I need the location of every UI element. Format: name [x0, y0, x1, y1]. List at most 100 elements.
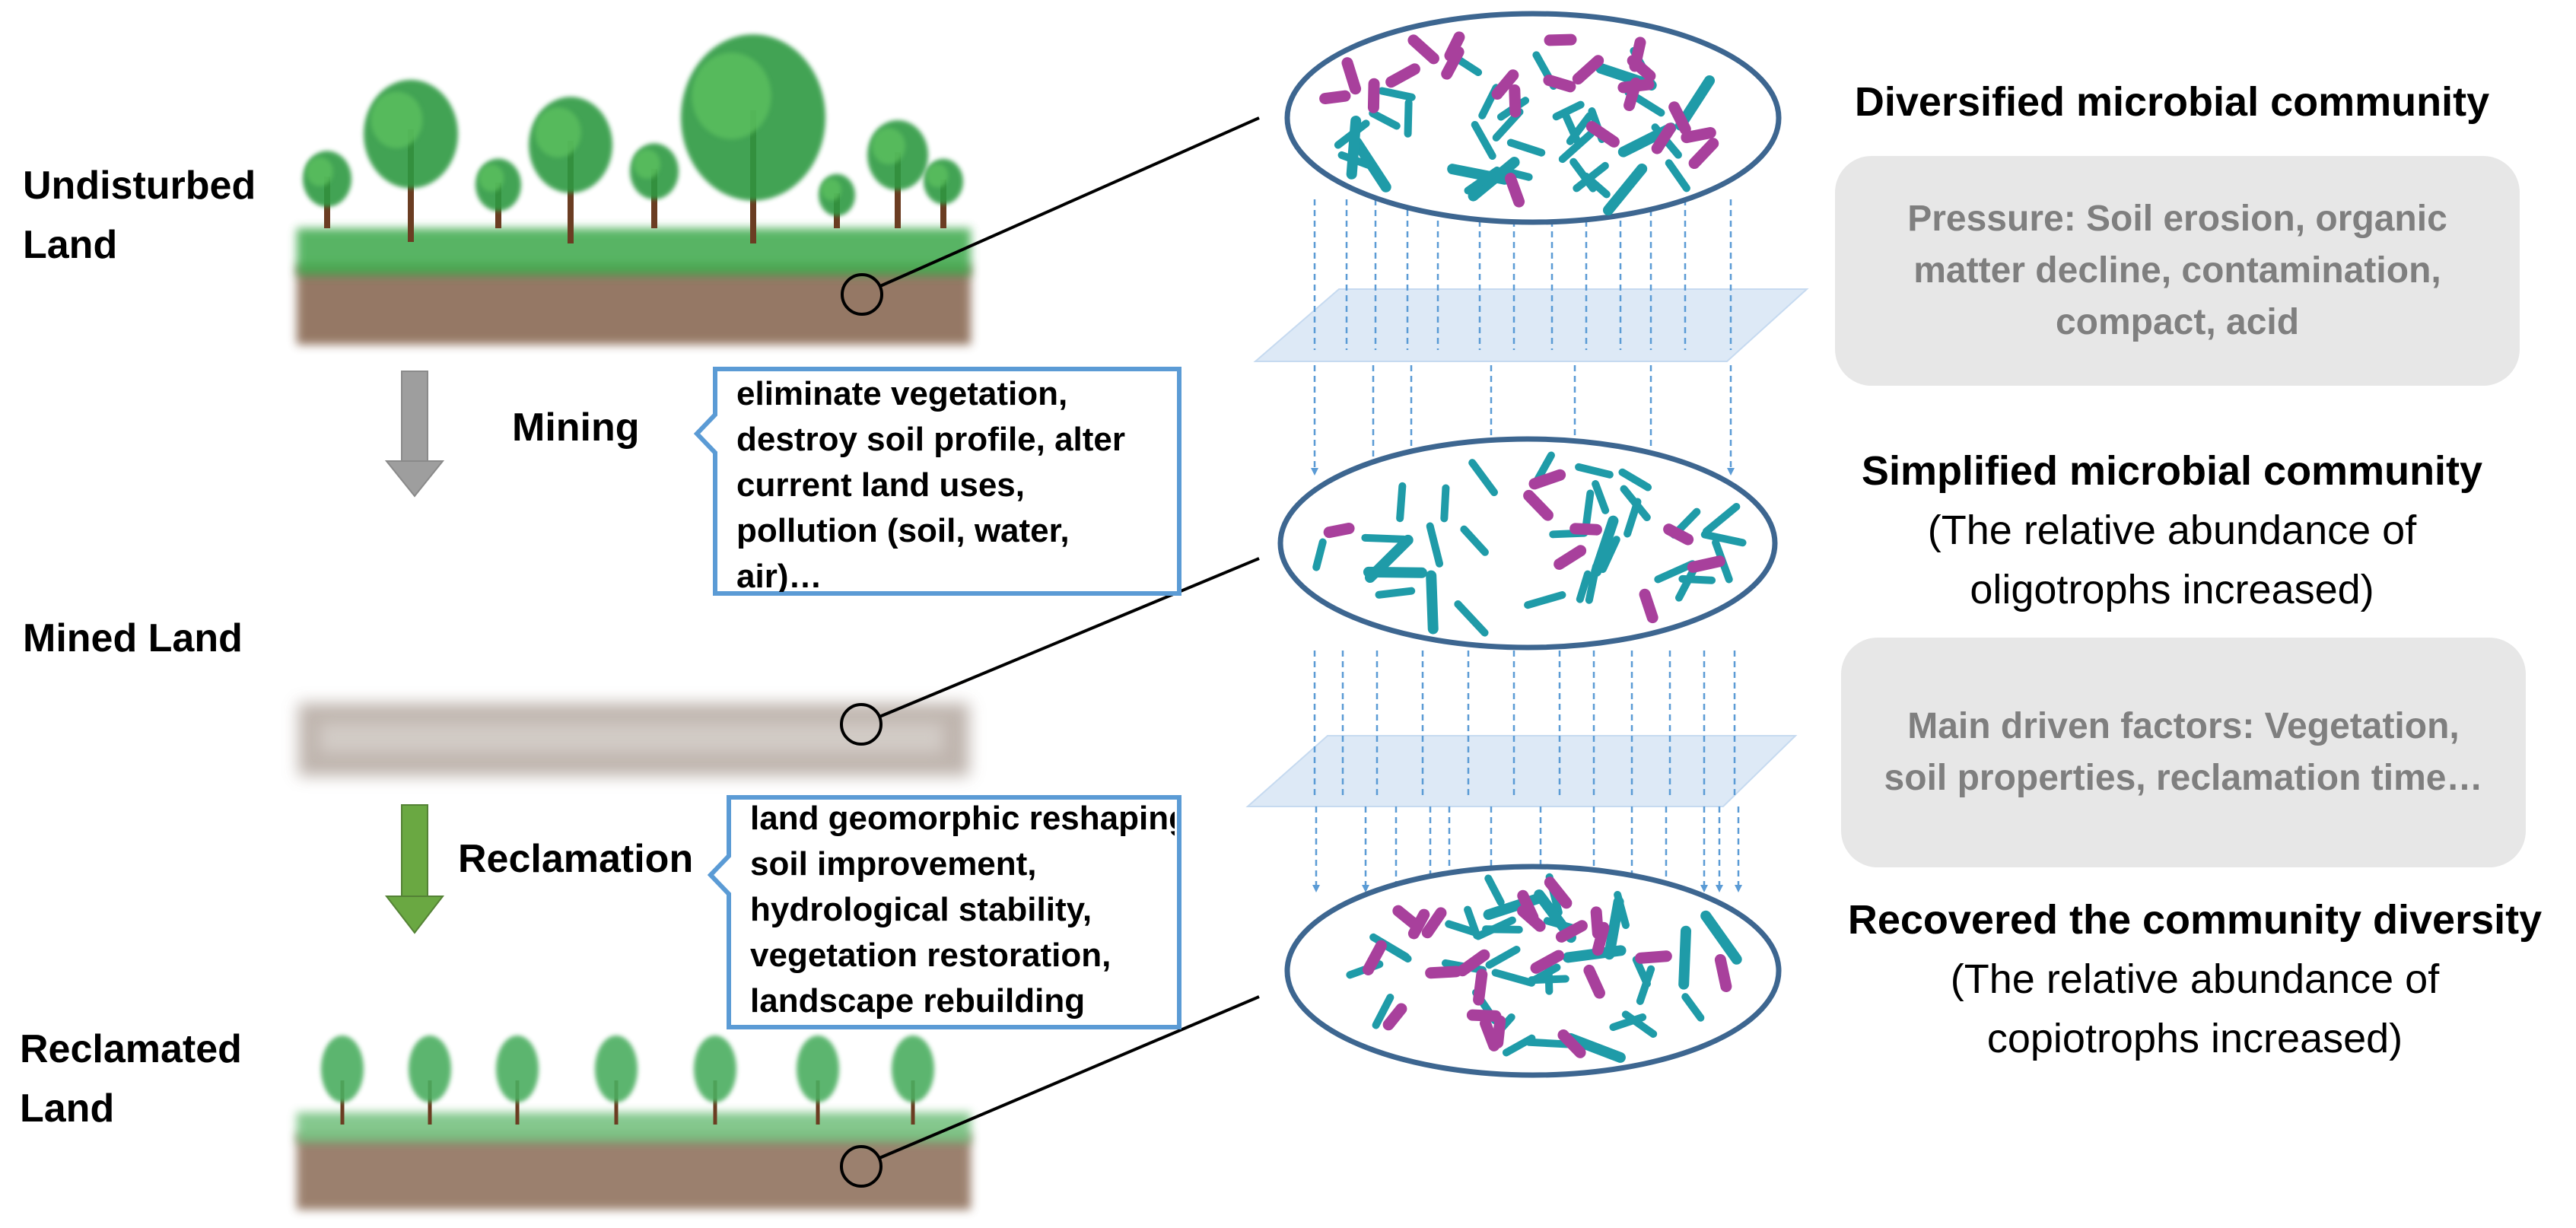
reclaimed-connector [879, 995, 1260, 1160]
tree-icon [475, 158, 521, 228]
sapling-icon [694, 1036, 736, 1125]
purple-microbe [1444, 31, 1465, 62]
teal-microbe [1375, 587, 1416, 599]
reclaimed-trees [321, 1036, 934, 1125]
teal-microbe [1654, 560, 1697, 584]
diversified-community-ellipse [1284, 11, 1782, 225]
diversified-title: Diversified microbial community [1854, 79, 2490, 125]
teal-microbe [1602, 163, 1648, 216]
sapling-icon [496, 1036, 539, 1125]
teal-microbe [1604, 896, 1624, 960]
teal-microbe [1378, 87, 1416, 101]
mining-arrow [384, 371, 445, 498]
teal-microbe [1609, 1013, 1647, 1032]
purple-microbe [1681, 126, 1716, 144]
teal-microbe [1369, 109, 1401, 130]
teal-microbe [1363, 566, 1427, 578]
purple-microbe [1544, 876, 1573, 909]
mined-sample-circle [840, 703, 883, 746]
reclaimed-land-label: Reclamated Land [20, 1027, 242, 1131]
reclaimed-grass [297, 1112, 971, 1143]
purple-microbe [1466, 1009, 1502, 1022]
purple-microbe [1425, 966, 1462, 979]
teal-microbe [1404, 98, 1413, 138]
teal-microbe [1396, 482, 1407, 523]
reclamation-callout-frame [707, 795, 1181, 1029]
teal-microbe [1426, 570, 1439, 635]
recovered-title: Recovered the community diversity [1847, 897, 2543, 943]
purple-microbe [1651, 122, 1676, 154]
undisturbed-connector [879, 116, 1260, 288]
purple-microbe [1639, 588, 1658, 624]
teal-microbe [1312, 538, 1327, 571]
mining-effects-text: eliminate vegetation, destroy soil profi… [736, 375, 1126, 592]
recovered-detail: (The relative abundance of copiotrophs i… [1950, 956, 2440, 1061]
recovered-caption: Recovered the community diversity (The r… [1830, 890, 2560, 1068]
sapling-icon [595, 1036, 638, 1125]
teal-microbe [1506, 138, 1546, 157]
teal-microbe [1565, 1032, 1626, 1063]
mined-land-illustration [298, 557, 1260, 776]
teal-microbe [1524, 591, 1566, 609]
teal-microbe [1562, 112, 1581, 145]
teal-microbe [1445, 920, 1480, 937]
undisturbed-sample-circle [841, 273, 883, 316]
teal-microbe [1426, 522, 1444, 568]
recovered-microbes [1346, 873, 1742, 1063]
teal-microbe [1484, 874, 1505, 906]
teal-microbe [1681, 993, 1705, 1022]
reclamation-label: Reclamation [458, 837, 694, 881]
teal-microbe [1454, 600, 1489, 637]
simplified-title: Simplified microbial community [1861, 448, 2483, 494]
purple-microbe [1392, 905, 1422, 931]
purple-microbe [1590, 906, 1604, 940]
purple-microbe [1523, 489, 1554, 521]
purple-microbe [1663, 523, 1694, 546]
purple-microbe [1569, 523, 1602, 536]
tree-icon [924, 158, 963, 228]
purple-microbe [1530, 950, 1565, 974]
teal-microbe [1598, 536, 1620, 574]
purple-microbe [1585, 121, 1620, 148]
teal-microbe [1361, 533, 1408, 543]
teal-microbe [1702, 502, 1741, 536]
purple-microbe [1668, 101, 1691, 135]
teal-microbe [1624, 498, 1642, 538]
teal-microbe [1491, 969, 1536, 987]
recovered-community-ellipse [1284, 864, 1782, 1078]
reclaimed-land-illustration [297, 995, 1260, 1210]
mined-connector [879, 557, 1260, 718]
reclamation-effects-text: land geomorphic reshaping, soil improvem… [750, 800, 1175, 1020]
mining-callout-frame [693, 367, 1181, 596]
purple-microbe [1688, 138, 1719, 170]
purple-microbe [1557, 1029, 1586, 1058]
purple-microbe [1456, 949, 1490, 977]
purple-microbe [1517, 889, 1539, 923]
tree-icon [867, 120, 928, 228]
sapling-icon [321, 1036, 364, 1125]
purple-microbe [1492, 1015, 1506, 1048]
purple-microbe [1421, 907, 1447, 939]
diversified-caption: Diversified microbial community [1818, 72, 2526, 132]
purple-microbe [1543, 74, 1576, 93]
undisturbed-grass [297, 228, 971, 275]
purple-microbe [1319, 90, 1351, 105]
teal-microbe [1528, 963, 1561, 985]
purple-microbe [1687, 555, 1725, 573]
purple-microbe [1362, 940, 1387, 975]
simplified-caption: Simplified microbial community (The rela… [1818, 441, 2526, 619]
teal-microbe [1678, 925, 1692, 990]
sapling-icon [797, 1036, 839, 1125]
undisturbed-soil [297, 265, 971, 345]
purple-microbe [1554, 545, 1587, 570]
simplified-detail: (The relative abundance of oligotrophs i… [1927, 507, 2417, 612]
drivers-box: Main driven factors: Vegetation, soil pr… [1841, 638, 2526, 867]
tree-icon [819, 173, 855, 228]
diversified-microbes [1319, 31, 1719, 216]
purple-microbe [1491, 69, 1519, 100]
purple-microbe [1441, 46, 1465, 80]
filter-sheet-2 [1245, 735, 1798, 807]
mining-label: Mining [512, 406, 640, 450]
reclaimed-sample-circle [840, 1145, 883, 1188]
